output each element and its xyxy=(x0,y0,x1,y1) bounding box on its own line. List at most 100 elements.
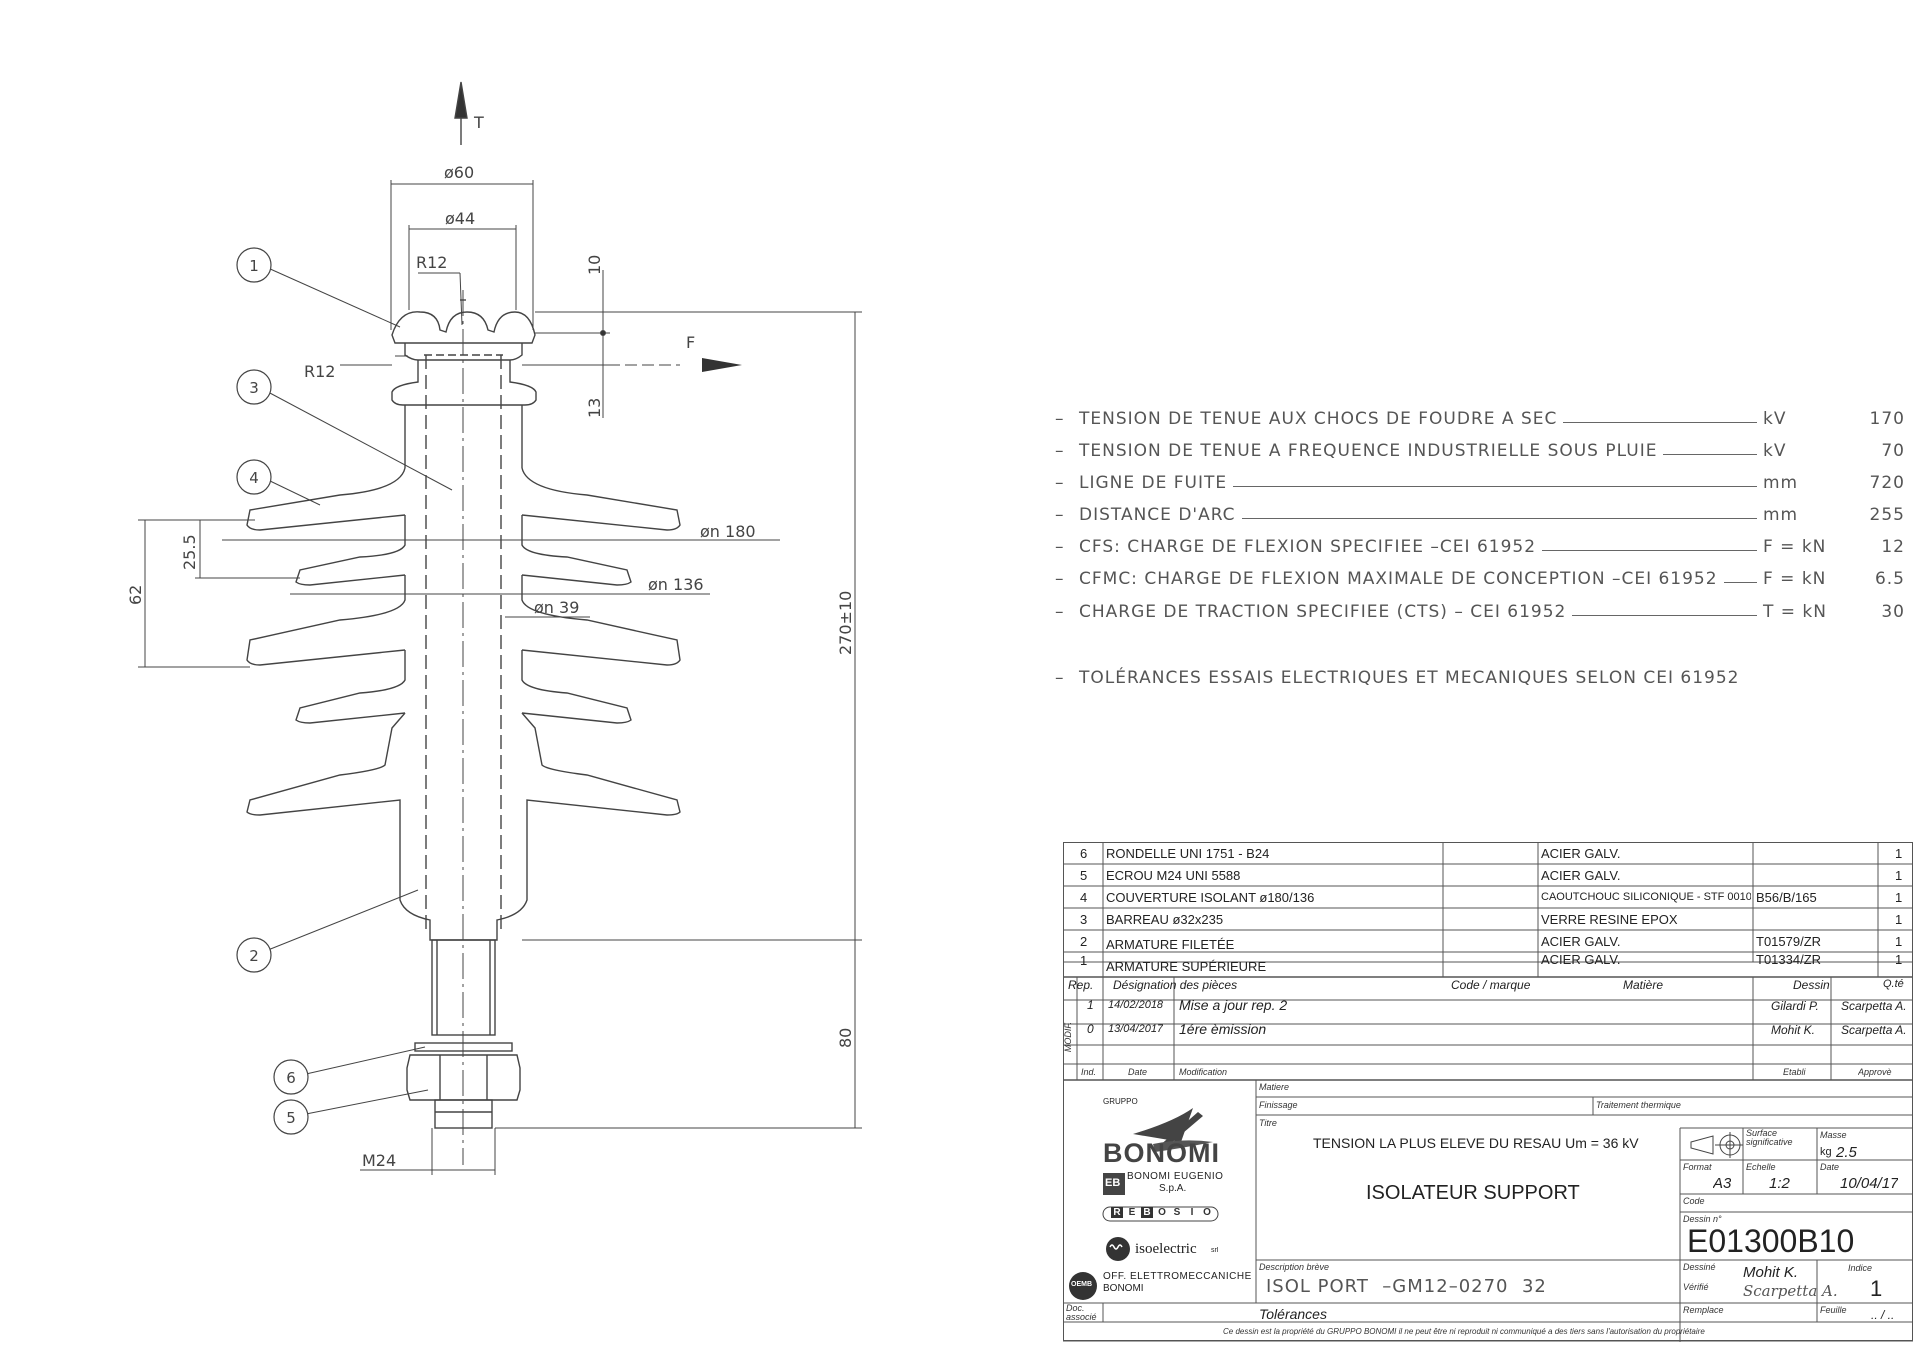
bom-header-dessin: Dessin xyxy=(1793,978,1830,992)
verifie-value: Scarpetta A. xyxy=(1743,1282,1838,1300)
dim-r12-side: R12 xyxy=(304,362,335,381)
bom-rep: 1 xyxy=(1080,953,1088,968)
spec-row: –DISTANCE D'ARC mm 255 xyxy=(1055,505,1905,525)
oemb-name-2: BONOMI xyxy=(1103,1283,1144,1294)
bom-header-matiere: Matière xyxy=(1623,978,1664,992)
spec-row: –LIGNE DE FUITE mm 720 xyxy=(1055,473,1905,493)
isoelectric-logo-icon xyxy=(1106,1237,1130,1261)
spec-value: 720 xyxy=(1869,473,1905,493)
bom-rep: 4 xyxy=(1080,890,1088,905)
spec-row: –CFS: CHARGE DE FLEXION SPECIFIEE –CEI 6… xyxy=(1055,537,1905,557)
bom-qte: 1 xyxy=(1895,952,1903,967)
rev-header-approve: Approvè xyxy=(1858,1067,1892,1077)
dim-d60: ø60 xyxy=(444,163,474,182)
rev-etabli: Mohit K. xyxy=(1771,1023,1816,1037)
dim-h25-5: 25.5 xyxy=(180,534,199,570)
isoelectric-srl: srl xyxy=(1211,1247,1219,1254)
eb-mark-icon xyxy=(1103,1173,1125,1195)
rev-approve: Scarpetta A. xyxy=(1841,999,1907,1013)
rev-approve: Scarpetta A. xyxy=(1841,1023,1907,1037)
spec-label: CFMC: CHARGE DE FLEXION MAXIMALE DE CONC… xyxy=(1079,569,1718,589)
bom-designation: ECROU M24 UNI 5588 xyxy=(1106,868,1241,883)
bom-rep: 6 xyxy=(1080,846,1088,861)
rebosio-letter: R xyxy=(1111,1207,1123,1218)
dim-h62: 62 xyxy=(126,585,145,605)
titre-line1: TENSION LA PLUS ELEVE DU RESAU Um = 36 k… xyxy=(1313,1135,1639,1151)
spec-value: 170 xyxy=(1869,409,1905,429)
bom-dessin: T01579/ZR xyxy=(1756,934,1822,949)
spec-label: CHARGE DE TRACTION SPECIFIEE (CTS) – CEI… xyxy=(1079,602,1567,622)
callout-5: 5 xyxy=(286,1109,296,1127)
rev-date: 13/04/2017 xyxy=(1108,1023,1164,1035)
spec-unit: kV xyxy=(1763,409,1787,429)
rev-ind: 1 xyxy=(1087,998,1094,1012)
tolerances-label: Tolérances xyxy=(1259,1306,1327,1322)
callout-2: 2 xyxy=(249,947,259,965)
description-value: ISOL PORT –GM12–0270 32 xyxy=(1266,1276,1547,1297)
bom-qte: 1 xyxy=(1895,868,1903,883)
bom-matiere: ACIER GALV. xyxy=(1541,952,1621,967)
spec-label: DISTANCE D'ARC xyxy=(1079,505,1236,525)
bom-matiere: CAOUTCHOUC SILICONIQUE - STF 0010 xyxy=(1541,891,1751,903)
format-label: Format xyxy=(1683,1162,1712,1172)
callout-3: 3 xyxy=(249,379,259,397)
callout-6: 6 xyxy=(286,1069,296,1087)
doc-associe-label: Doc. associé xyxy=(1066,1304,1097,1322)
spec-unit: mm xyxy=(1763,505,1799,525)
spec-unit: T = kN xyxy=(1763,602,1827,622)
bom-designation: BARREAU ø32x235 xyxy=(1106,912,1224,927)
dessine-value: Mohit K. xyxy=(1743,1264,1799,1281)
spec-label: TENSION DE TENUE A FREQUENCE INDUSTRIELL… xyxy=(1079,441,1658,461)
spec-value: 6.5 xyxy=(1874,569,1905,589)
spec-label: LIGNE DE FUITE xyxy=(1079,473,1228,493)
date-label: Date xyxy=(1820,1162,1840,1172)
spec-row: –CHARGE DE TRACTION SPECIFIEE (CTS) – CE… xyxy=(1055,602,1905,622)
feuille-value: .. / .. xyxy=(1871,1308,1895,1322)
rev-etabli: Gilardi P. xyxy=(1771,999,1819,1013)
dim-dn180: øn 180 xyxy=(700,522,756,541)
rev-header-modification: Modification xyxy=(1179,1067,1228,1077)
bom-rep: 3 xyxy=(1080,912,1088,927)
rev-ind: 0 xyxy=(1087,1022,1094,1036)
spec-value: 30 xyxy=(1881,602,1905,622)
bom-qte: 1 xyxy=(1895,846,1903,861)
bom-designation: ARMATURE FILETÉE xyxy=(1106,937,1235,952)
dim-h10: 10 xyxy=(585,255,604,275)
spec-unit: F = kN xyxy=(1763,569,1827,589)
bom-dessin: B56/B/165 xyxy=(1756,890,1817,905)
spec-value: 12 xyxy=(1881,537,1905,557)
masse-label: Masse xyxy=(1820,1130,1847,1140)
dessine-label: Dessiné xyxy=(1683,1262,1716,1272)
rev-header-date: Date xyxy=(1128,1067,1148,1077)
surface-label: Surface significative xyxy=(1746,1129,1793,1147)
dessin-number: E01300B10 xyxy=(1687,1223,1855,1259)
force-t-label: T xyxy=(473,113,484,132)
gruppo-label: GRUPPO xyxy=(1103,1097,1138,1106)
bom-header-rep: Rep. xyxy=(1068,978,1094,992)
bom-rep: 2 xyxy=(1080,934,1088,949)
bom-matiere: ACIER GALV. xyxy=(1541,868,1621,883)
bonomi-logo-text: BONOMI xyxy=(1103,1138,1220,1168)
oemb-logo-icon xyxy=(1069,1272,1097,1300)
bom-designation: ARMATURE SUPÉRIEURE xyxy=(1106,959,1267,974)
oemb-name: OFF. ELETTROMECCANICHE xyxy=(1103,1271,1252,1282)
bom-dessin: T01334/ZR xyxy=(1756,952,1822,967)
rev-modification: 1ére èmission xyxy=(1179,1021,1267,1037)
tolerance-note-text: TOLÉRANCES ESSAIS ELECTRIQUES ET MECANIQ… xyxy=(1079,668,1740,688)
title-block: 6 RONDELLE UNI 1751 - B24 ACIER GALV. 1 … xyxy=(1063,842,1913,1342)
spec-unit: kV xyxy=(1763,441,1787,461)
rebosio-letter: I xyxy=(1190,1207,1194,1218)
rebosio-letter: B xyxy=(1141,1207,1153,1218)
spec-unit: F = kN xyxy=(1763,537,1827,557)
isoelectric-text: isoelectric xyxy=(1135,1241,1197,1257)
remplace-label: Remplace xyxy=(1683,1305,1724,1315)
dim-dn136: øn 136 xyxy=(648,575,704,594)
bom-header-qte: Q.té xyxy=(1883,978,1904,990)
revision-label: MODIF. xyxy=(1063,1021,1074,1053)
bom-matiere: VERRE RESINE EPOX xyxy=(1541,912,1678,927)
verifie-label: Vérifié xyxy=(1683,1282,1709,1292)
bom-matiere: ACIER GALV. xyxy=(1541,934,1621,949)
echelle-value: 1:2 xyxy=(1769,1175,1790,1192)
bom-designation: COUVERTURE ISOLANT ø180/136 xyxy=(1106,890,1315,905)
